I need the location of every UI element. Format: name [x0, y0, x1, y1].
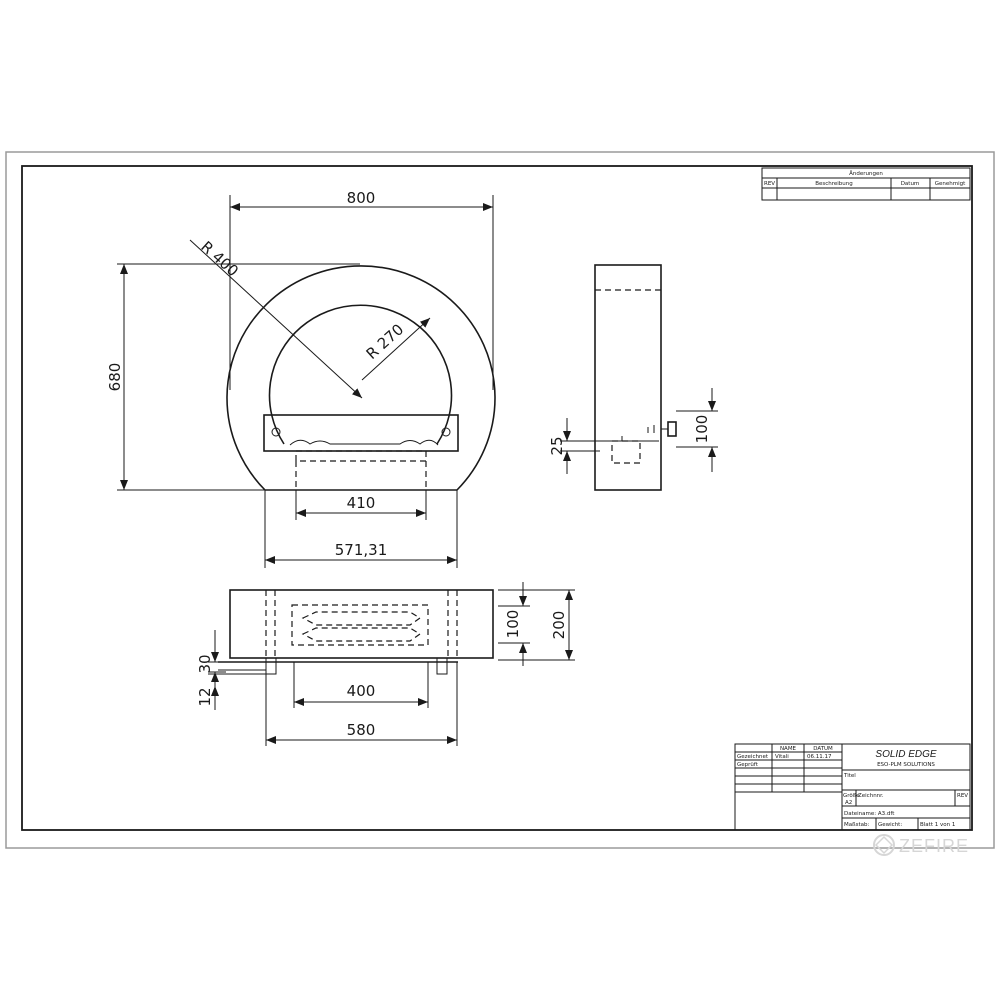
dim-571: 571,31: [335, 541, 388, 559]
front-view: [226, 265, 496, 491]
tb-size-label: Größe: [843, 793, 860, 799]
side-burner-hidden: [611, 440, 641, 464]
revision-col-approved: Genehmigt: [935, 181, 966, 187]
dim-800: 800: [347, 189, 376, 207]
top-burner-hidden: [291, 604, 429, 646]
dim-side-100: 100: [693, 415, 711, 444]
watermark-text: ZEFIRE: [899, 836, 969, 856]
side-view: [594, 264, 677, 491]
screw-left: [271, 427, 281, 437]
tb-sheet-label: Blatt 1 von 1: [920, 822, 955, 828]
dim-side-25: 25: [548, 436, 566, 455]
drawing-frame: [21, 165, 973, 831]
tb-scale-label: Maßstab:: [844, 822, 869, 828]
dim-400: 400: [347, 682, 376, 700]
top-dimensions: 100 200 30 12 400 580: [196, 582, 575, 746]
tb-title-label: Titel: [843, 773, 856, 779]
revision-col-date: Datum: [901, 181, 920, 187]
tb-row-drawn: Gezeichnet: [737, 754, 769, 760]
revision-col-rev: REV: [764, 181, 775, 187]
tb-drawn-date: 06.11.17: [807, 754, 832, 760]
side-dimensions: 25 100: [548, 388, 718, 474]
screw-right: [441, 427, 451, 437]
top-body: [229, 589, 494, 659]
dim-line-r400: [189, 239, 363, 399]
dim-410: 410: [347, 494, 376, 512]
tb-drawn-name: Vitali: [775, 754, 789, 760]
top-view: [218, 589, 494, 675]
tb-brand-sub: ESO-PLM SOLUTIONS: [877, 762, 935, 768]
revision-col-desc: Beschreibung: [815, 181, 853, 187]
tb-size-value: A2: [845, 800, 852, 806]
tb-col-name: NAME: [780, 746, 797, 752]
tb-rev-label: REV: [957, 793, 968, 799]
burner-flames: [289, 439, 439, 446]
tb-drawing-no-label: Zeichnnr.: [858, 793, 884, 799]
revision-title: Änderungen: [849, 170, 883, 177]
dim-680: 680: [106, 363, 124, 392]
watermark: ZEFIRE: [873, 834, 969, 856]
tb-brand: SOLID EDGE: [875, 749, 936, 760]
dim-top-200: 200: [550, 611, 568, 640]
watermark-logo-icon: [873, 834, 895, 856]
title-block: NAME DATUM Gezeichnet Vitali 06.11.17 Ge…: [734, 743, 971, 831]
revision-block: Änderungen REV Beschreibung Datum Genehm…: [761, 167, 971, 201]
dim-top-12: 12: [196, 687, 214, 706]
dim-top-30: 30: [196, 654, 214, 673]
side-body: [594, 264, 662, 491]
tb-row-checked: Geprüft: [737, 762, 759, 768]
dim-580: 580: [347, 721, 376, 739]
dim-line-r270: [361, 317, 431, 381]
tb-col-date: DATUM: [813, 746, 833, 752]
dim-top-100: 100: [504, 610, 522, 639]
inner-opening: [268, 304, 453, 445]
burner-box-hidden: [295, 450, 427, 462]
paper-sheet: [5, 151, 995, 849]
outer-ring-outline: [226, 265, 496, 491]
tb-weight-label: Gewicht:: [878, 822, 902, 828]
tb-file-label: Dateiname: A3.dft: [844, 811, 895, 817]
